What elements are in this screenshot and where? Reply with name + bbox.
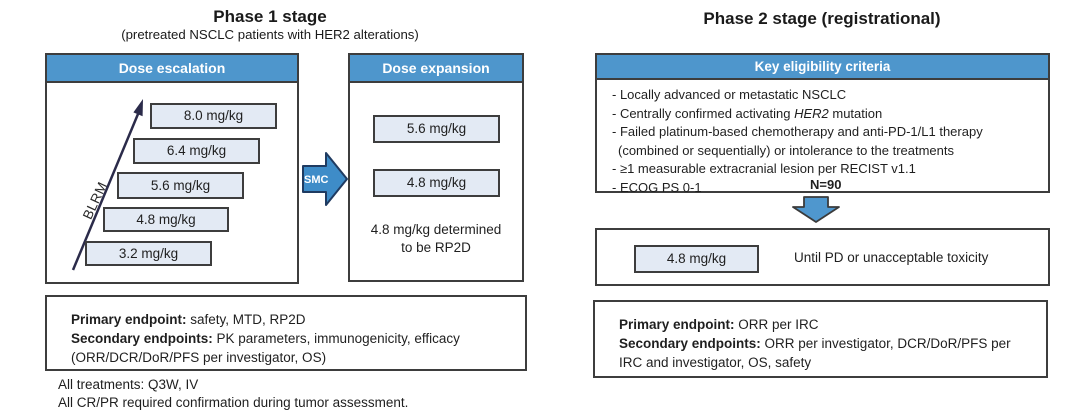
eligibility-item-cont: (combined or sequentially) or intoleranc… (618, 142, 955, 158)
phase1-secondary-endpoint-cont: (ORR/DCR/DoR/PFS per investigator, OS) (71, 350, 327, 365)
eligibility-line2-suffix: mutation (828, 105, 883, 121)
phase2-secondary-endpoint: Secondary endpoints: ORR per investigato… (619, 334, 1036, 353)
dose-level-box: 4.8 mg/kg (103, 207, 229, 232)
dose-level-box: 8.0 mg/kg (150, 103, 277, 129)
sample-size-label: N=90 (810, 177, 842, 192)
eligibility-item: - ECOG PS 0-1 (612, 179, 702, 195)
treatment-box: 4.8 mg/kg Until PD or unacceptable toxic… (595, 228, 1050, 286)
phase1-title: Phase 1 stage (213, 7, 327, 26)
expansion-dose-box: 5.6 mg/kg (373, 115, 500, 143)
dose-escalation-body: BLRM 8.0 mg/kg 6.4 mg/kg 5.6 mg/kg 4.8 m… (47, 83, 297, 282)
dose-level-box: 5.6 mg/kg (117, 172, 244, 199)
dose-level-box: 6.4 mg/kg (133, 138, 260, 164)
dose-escalation-box: Dose escalation BLRM 8.0 mg/kg 6.4 mg/kg… (45, 53, 299, 284)
phase1-endpoints-box: Primary endpoint: safety, MTD, RP2D Seco… (45, 295, 527, 371)
phase2-primary-endpoint: Primary endpoint: ORR per IRC (619, 315, 1036, 334)
eligibility-item: - Centrally confirmed activating HER2 mu… (612, 105, 1038, 124)
phase2-endpoints-box: Primary endpoint: ORR per IRC Secondary … (593, 300, 1048, 378)
eligibility-item: - Failed platinum-based chemotherapy and… (612, 124, 983, 139)
phase2-secondary-endpoint-cont: IRC and investigator, OS, safety (619, 355, 812, 370)
primary-endpoint-text: safety, MTD, RP2D (186, 312, 306, 327)
smc-right-arrow-icon: SMC (302, 152, 348, 206)
dose-expansion-box: Dose expansion 5.6 mg/kg 4.8 mg/kg 4.8 m… (348, 53, 524, 282)
blrm-escalation-arrow (71, 99, 143, 271)
dose-expansion-header: Dose expansion (350, 55, 522, 83)
eligibility-line2-prefix: - Centrally confirmed activating (612, 105, 795, 121)
primary-endpoint-label: Primary endpoint: (71, 312, 187, 327)
dose-level-box: 3.2 mg/kg (85, 241, 212, 266)
rp2d-note: 4.8 mg/kg determined to be RP2D (350, 221, 522, 257)
secondary-endpoint-text: PK parameters, immunogenicity, efficacy (212, 331, 460, 346)
rp2d-note-line2: to be RP2D (401, 240, 471, 255)
rp2d-note-line1: 4.8 mg/kg determined (370, 222, 502, 237)
phase1-primary-endpoint: Primary endpoint: safety, MTD, RP2D (71, 310, 515, 329)
eligibility-item: - ≥1 measurable extracranial lesion per … (612, 161, 916, 176)
phase1-secondary-endpoint: Secondary endpoints: PK parameters, immu… (71, 329, 515, 348)
primary-endpoint-label: Primary endpoint: (619, 317, 735, 332)
secondary-endpoint-label: Secondary endpoints: (71, 331, 213, 346)
secondary-endpoint-text: ORR per investigator, DCR/DoR/PFS per (760, 336, 1011, 351)
eligibility-item: - Locally advanced or metastatic NSCLC (612, 87, 847, 102)
eligibility-box: Key eligibility criteria - Locally advan… (595, 53, 1050, 195)
dose-escalation-header: Dose escalation (47, 55, 297, 83)
treatment-dose-box: 4.8 mg/kg (634, 245, 759, 273)
expansion-dose-box: 4.8 mg/kg (373, 169, 500, 197)
secondary-endpoint-label: Secondary endpoints: (619, 336, 761, 351)
footnote-treatments: All treatments: Q3W, IV (58, 377, 199, 392)
smc-arrow-label: SMC (304, 174, 329, 186)
primary-endpoint-text: ORR per IRC (734, 317, 819, 332)
footnote-confirmation: All CR/PR required confirmation during t… (58, 395, 409, 410)
eligibility-header: Key eligibility criteria (597, 55, 1048, 80)
phase2-title: Phase 2 stage (registrational) (703, 9, 941, 28)
eligibility-body: - Locally advanced or metastatic NSCLC -… (597, 80, 1048, 195)
phase1-subtitle: (pretreated NSCLC patients with HER2 alt… (121, 27, 419, 42)
down-arrow-icon (792, 196, 840, 223)
treatment-duration: Until PD or unacceptable toxicity (794, 250, 989, 265)
her2-gene-italic: HER2 (794, 105, 829, 121)
